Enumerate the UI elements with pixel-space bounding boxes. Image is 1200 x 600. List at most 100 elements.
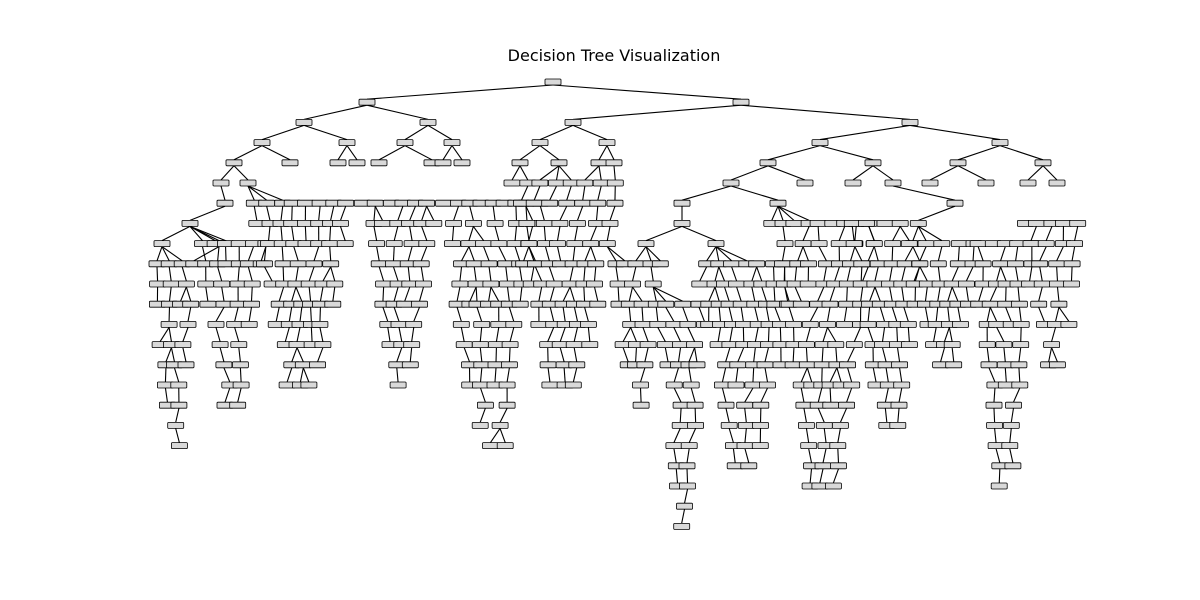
tree-edge — [642, 327, 649, 342]
tree-edge — [514, 226, 517, 241]
tree-edge — [972, 246, 975, 261]
tree-node — [980, 361, 998, 369]
tree-edge — [281, 246, 284, 261]
tree-edge — [511, 165, 521, 181]
tree-edge — [698, 307, 705, 322]
tree-node — [821, 300, 839, 308]
tree-node — [943, 341, 961, 349]
tree-edge — [1000, 246, 1006, 261]
tree-edge — [572, 246, 576, 261]
tree-node — [499, 280, 516, 288]
tree-node — [759, 159, 777, 167]
tree-edge — [645, 246, 652, 261]
tree-node — [598, 240, 616, 248]
tree-edge — [264, 266, 273, 282]
tree-edge — [736, 286, 742, 302]
tree-node — [759, 381, 776, 389]
tree-edge — [937, 266, 941, 282]
tree-edge — [715, 246, 720, 261]
tree-edge — [291, 226, 295, 241]
tree-edge — [317, 347, 324, 362]
tree-edge — [657, 327, 666, 342]
tree-node — [945, 361, 963, 369]
tree-edge — [528, 226, 534, 241]
tree-edge — [156, 266, 159, 282]
tree-node — [418, 199, 436, 207]
tree-edge — [957, 246, 960, 261]
tree-edge — [250, 286, 253, 302]
tree-edge — [238, 347, 241, 362]
tree-edge — [506, 286, 510, 302]
tree-edge — [744, 408, 747, 423]
tree-edge — [829, 367, 838, 383]
tree-edge — [803, 408, 807, 423]
tree-edge — [547, 327, 555, 342]
tree-edge — [247, 266, 253, 282]
tree-edge — [456, 307, 462, 322]
tree-edge — [699, 266, 708, 282]
tree-node — [644, 280, 662, 288]
tree-edge — [156, 246, 163, 261]
tree-edge — [682, 307, 689, 322]
tree-edge — [655, 307, 659, 322]
tree-edge — [631, 266, 637, 282]
tree-edge — [708, 286, 716, 302]
tree-edge — [492, 206, 496, 221]
tree-node — [784, 361, 802, 369]
tree-edge — [387, 327, 391, 342]
tree-node — [358, 98, 376, 106]
tree-node — [1060, 320, 1078, 328]
tree-node — [464, 219, 482, 227]
tree-edge — [1056, 266, 1059, 282]
tree-edge — [854, 246, 863, 262]
tree-node — [565, 341, 583, 349]
tree-edge — [899, 367, 903, 383]
tree-node — [587, 260, 605, 268]
tree-edge — [268, 226, 271, 241]
tree-edge — [740, 307, 744, 322]
tree-node — [332, 219, 349, 227]
tree-edge — [556, 246, 562, 261]
tree-edge — [829, 387, 832, 403]
tree-edge — [559, 347, 565, 362]
tree-edge — [451, 226, 455, 241]
tree-node — [452, 320, 470, 328]
tree-node — [482, 442, 499, 450]
tree-edge — [896, 327, 899, 342]
tree-node — [679, 320, 697, 328]
tree-node — [1012, 341, 1030, 349]
tree-edge — [413, 306, 421, 322]
tree-edge — [180, 286, 187, 302]
tree-edge — [767, 165, 806, 181]
tree-node — [676, 502, 693, 510]
tree-edge — [310, 327, 313, 342]
tree-node — [673, 219, 691, 227]
tree-edge — [168, 286, 172, 302]
tree-node — [348, 159, 366, 167]
tree-node — [736, 401, 754, 409]
tree-node — [809, 219, 827, 227]
tree-edge — [924, 286, 928, 302]
tree-node — [952, 320, 969, 328]
tree-edge — [398, 327, 403, 342]
tree-node — [792, 300, 810, 308]
tree-edge — [479, 327, 483, 342]
tree-node — [601, 219, 619, 227]
tree-edges — [156, 84, 1079, 524]
tree-node — [990, 482, 1008, 490]
tree-edge — [168, 266, 172, 282]
tree-edge — [332, 286, 336, 302]
tree-edge — [744, 448, 750, 463]
tree-node — [541, 199, 559, 207]
tree-edge — [1051, 347, 1058, 363]
tree-node — [627, 260, 645, 268]
tree-edge — [566, 185, 572, 201]
tree-edge — [460, 327, 465, 342]
tree-edge — [665, 306, 675, 322]
tree-edge — [1051, 327, 1057, 342]
tree-node — [853, 260, 871, 268]
tree-node — [845, 341, 863, 349]
tree-node — [370, 260, 388, 268]
tree-node — [1019, 179, 1037, 187]
tree-edge — [694, 347, 698, 362]
